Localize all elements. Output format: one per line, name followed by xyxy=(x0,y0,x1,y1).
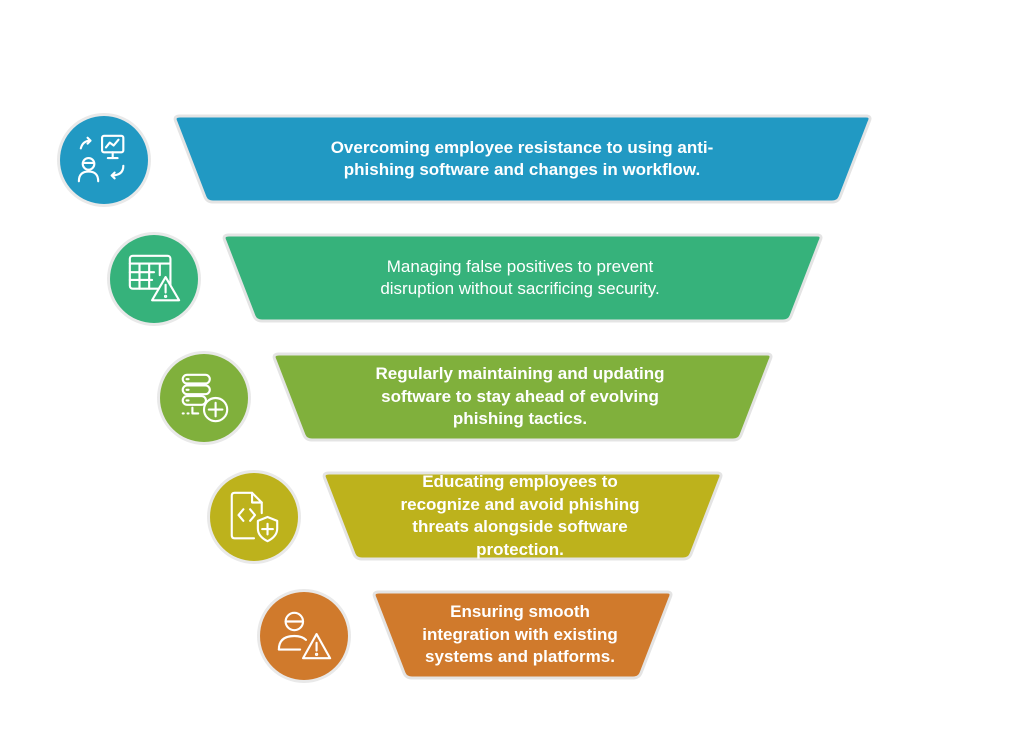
table-warning-icon xyxy=(110,235,198,323)
tier-1-text: Overcoming employee resistance to using … xyxy=(330,137,714,180)
funnel-tier-5 xyxy=(372,590,673,680)
tier-4-text: Educating employees to recognize and avo… xyxy=(400,472,640,559)
workflow-change-icon xyxy=(60,116,148,204)
user-warning-icon xyxy=(260,592,348,680)
funnel-tier-2 xyxy=(222,233,823,323)
database-add-icon xyxy=(160,354,248,442)
tier-5-text: Ensuring smooth integration with existin… xyxy=(422,602,618,667)
tier-2-text: Managing false positives to prevent disr… xyxy=(380,256,660,299)
funnel-tier-3 xyxy=(272,352,773,442)
funnel-tier-1 xyxy=(173,114,872,204)
funnel-tier-4 xyxy=(322,471,723,561)
code-file-shield-icon xyxy=(210,473,298,561)
tier-3-text: Regularly maintaining and updating softw… xyxy=(375,364,665,429)
